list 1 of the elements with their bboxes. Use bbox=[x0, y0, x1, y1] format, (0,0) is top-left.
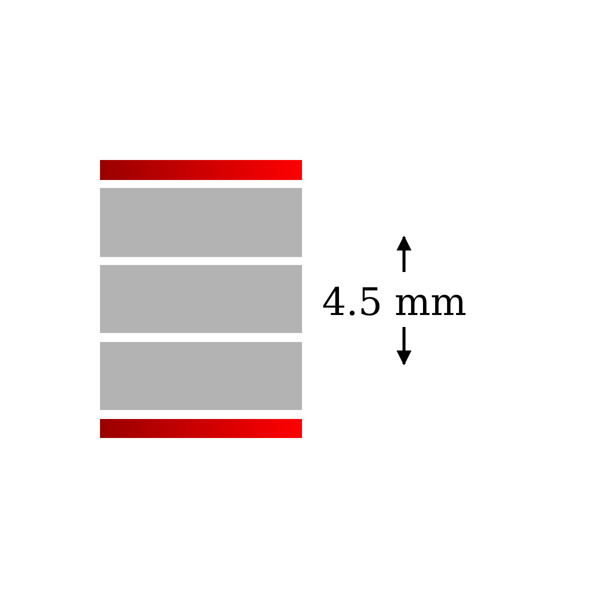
dimension-label: 4.5 mm bbox=[322, 283, 467, 321]
